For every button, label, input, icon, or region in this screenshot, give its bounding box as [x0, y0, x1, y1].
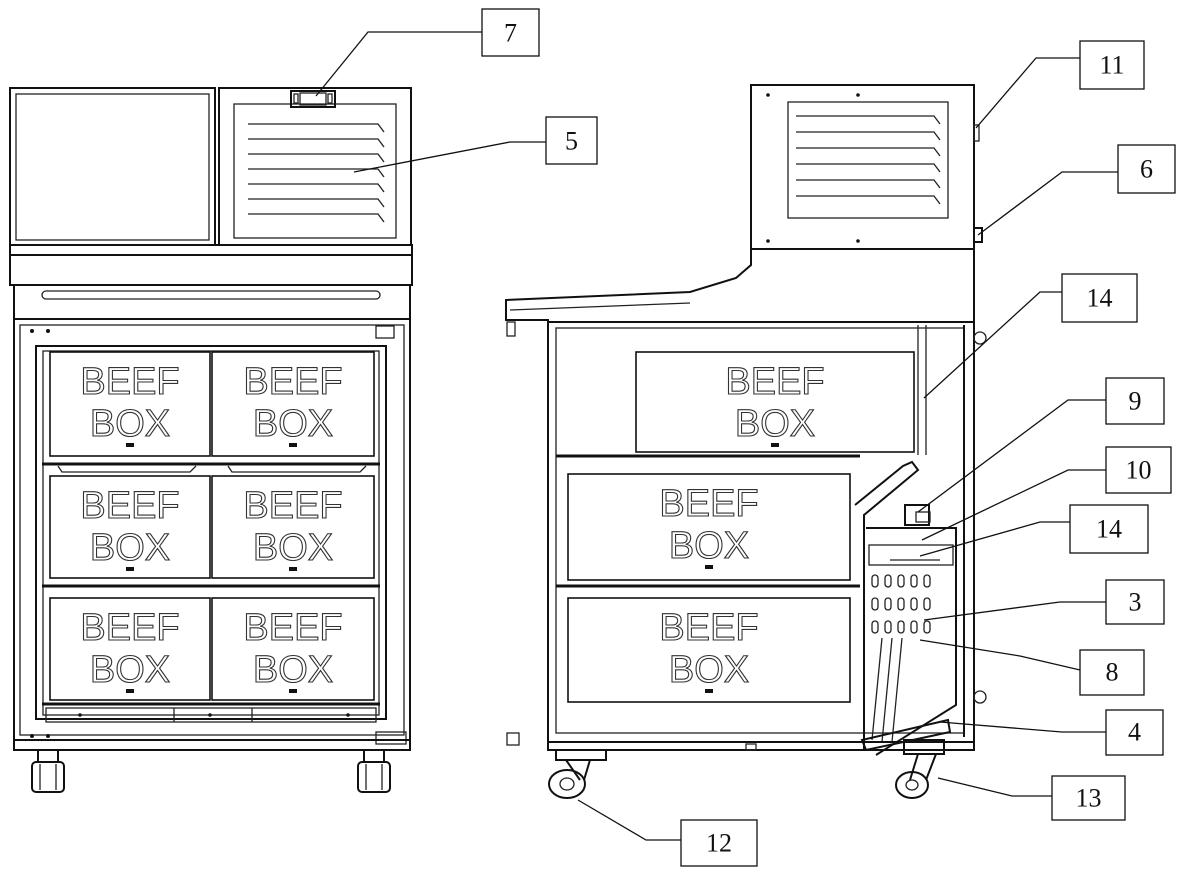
box-tag-mark [771, 443, 779, 447]
svg-text:3: 3 [1129, 588, 1142, 617]
svg-text:7: 7 [504, 19, 517, 48]
callout-5: 5 [545, 116, 598, 165]
svg-text:6: 6 [1140, 155, 1153, 184]
box-label-line1: BEEF [659, 607, 758, 649]
svg-text:10: 10 [1126, 456, 1152, 485]
heating-elements [871, 574, 931, 634]
callout-14-upper: 14 [1061, 273, 1138, 323]
front-louvers [248, 123, 385, 223]
svg-text:14: 14 [1096, 515, 1122, 544]
box-label-line1: BEEF [243, 361, 342, 403]
box-label-line1: BEEF [80, 361, 179, 403]
box-tag-mark [289, 689, 297, 693]
callout-10: 10 [1105, 446, 1172, 494]
side-view-unit [505, 84, 987, 799]
side-caster-right [895, 739, 945, 799]
svg-text:5: 5 [565, 127, 578, 156]
box-label-line2: BOX [90, 649, 170, 691]
box-label-line2: BOX [90, 527, 170, 569]
box-tag-mark [126, 689, 134, 693]
front-caster-right [357, 749, 391, 793]
control-display-icon [290, 90, 336, 108]
box-label-line2: BOX [90, 403, 170, 445]
box-label-line1: BEEF [659, 483, 758, 525]
box-label-line1: BEEF [725, 361, 824, 403]
front-caster-left [31, 749, 65, 793]
door-assembly [854, 460, 957, 756]
callout-12: 12 [680, 819, 758, 867]
box-tag-mark [126, 567, 134, 571]
callout-14-lower: 14 [1069, 504, 1149, 554]
callout-7: 7 [481, 8, 540, 57]
callout-6: 6 [1117, 144, 1176, 194]
callout-13: 13 [1051, 775, 1126, 821]
callout-11: 11 [1079, 40, 1145, 90]
box-tag-mark [705, 565, 713, 569]
svg-text:11: 11 [1099, 51, 1124, 80]
box-label-line1: BEEF [80, 607, 179, 649]
box-label-line2: BOX [253, 527, 333, 569]
callout-9: 9 [1105, 377, 1165, 425]
box-label-line2: BOX [735, 403, 815, 445]
side-louvers [796, 115, 941, 205]
box-label-line2: BOX [669, 649, 749, 691]
callout-3: 3 [1105, 579, 1165, 625]
side-caster-left [548, 749, 607, 799]
callout-8: 8 [1079, 649, 1145, 696]
box-tag-mark [289, 443, 297, 447]
beef-box-group: BEEFBOXBEEFBOXBEEFBOXBEEFBOXBEEFBOXBEEFB… [49, 351, 915, 703]
box-tag-mark [289, 567, 297, 571]
box-label-line2: BOX [253, 649, 333, 691]
svg-text:9: 9 [1129, 387, 1142, 416]
box-label-line2: BOX [669, 525, 749, 567]
svg-text:4: 4 [1128, 718, 1141, 747]
svg-text:12: 12 [706, 829, 732, 858]
box-tag-mark [705, 689, 713, 693]
box-label-line1: BEEF [80, 485, 179, 527]
svg-text:13: 13 [1076, 784, 1102, 813]
front-view-unit [9, 87, 413, 793]
box-label-line2: BOX [253, 403, 333, 445]
svg-text:14: 14 [1087, 284, 1113, 313]
leader-lines [315, 31, 1118, 841]
box-label-line1: BEEF [243, 607, 342, 649]
svg-text:8: 8 [1106, 658, 1119, 687]
box-tag-mark [126, 443, 134, 447]
callout-4: 4 [1105, 709, 1164, 756]
box-label-line1: BEEF [243, 485, 342, 527]
